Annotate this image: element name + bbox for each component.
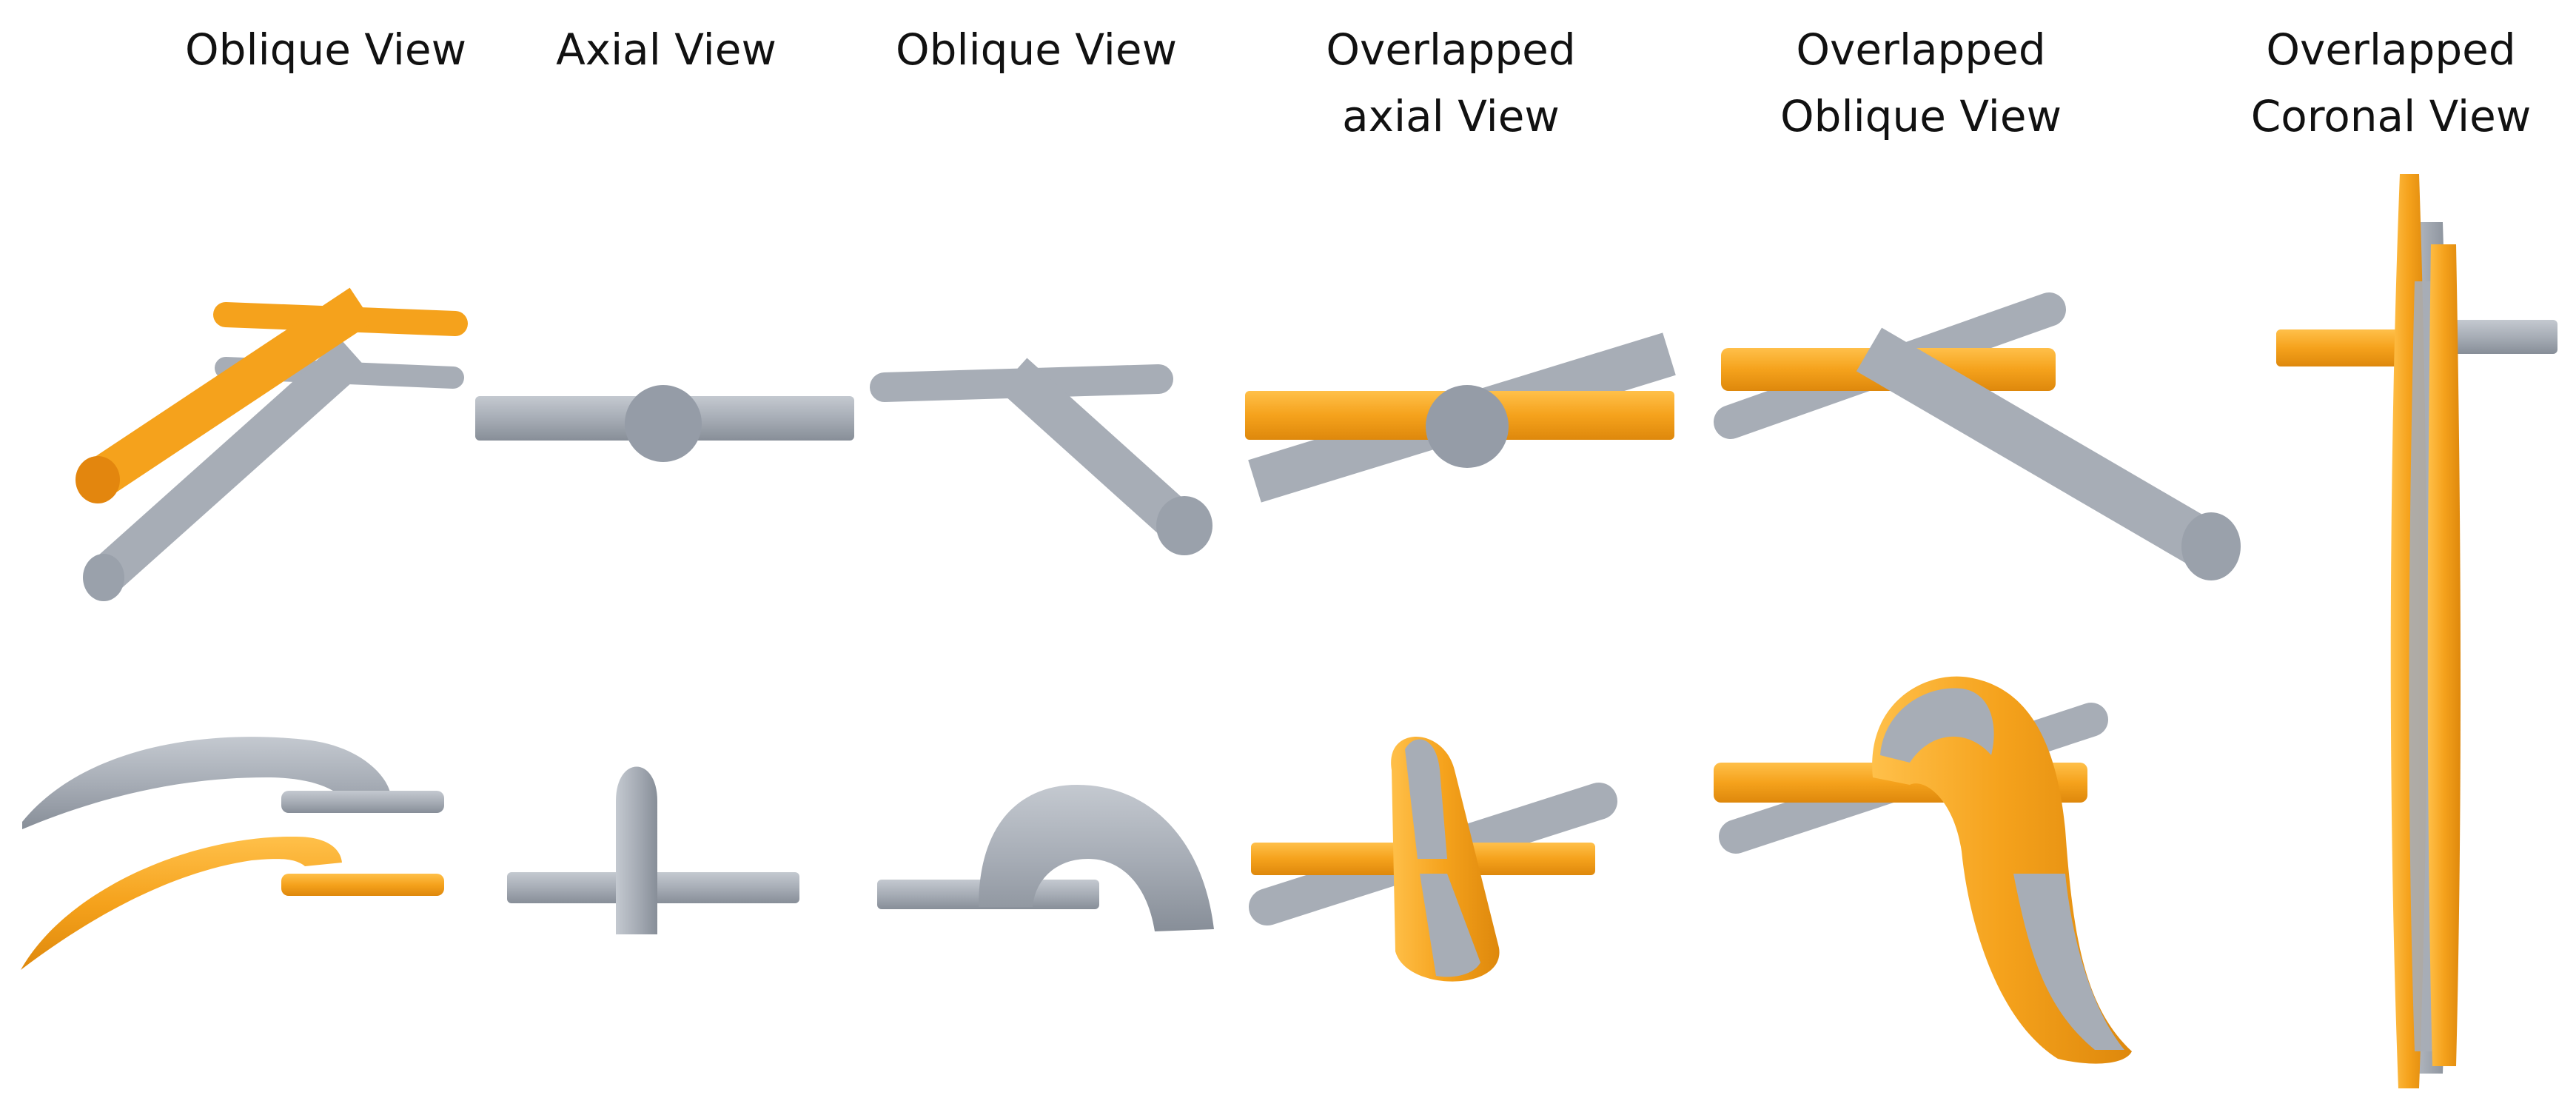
gray-tube-cap bbox=[2181, 512, 2241, 580]
header-line: axial View bbox=[1342, 91, 1560, 141]
orange-tube-diagonal bbox=[86, 287, 373, 498]
top-axial bbox=[475, 385, 854, 462]
bottom-oblique-1 bbox=[21, 737, 444, 970]
top-overlapped-oblique bbox=[1714, 292, 2241, 580]
bottom-overlapped-oblique bbox=[1714, 676, 2132, 1064]
bottom-oblique-2 bbox=[877, 785, 1214, 931]
gray-arch bbox=[979, 785, 1214, 931]
bottom-overlapped-axial bbox=[1249, 737, 1617, 982]
header-overlapped-axial-view: Overlapped axial View bbox=[1326, 16, 1575, 150]
bottom-axial bbox=[507, 766, 799, 934]
orange-loop-front bbox=[2427, 244, 2461, 1066]
orange-tube-horizontal bbox=[2276, 329, 2402, 366]
gray-tube-cap bbox=[83, 554, 124, 601]
gray-loop-side bbox=[616, 766, 657, 934]
gray-tube-diagonal bbox=[998, 358, 1198, 543]
gray-loop-overlay-lower bbox=[2013, 874, 2124, 1050]
overlapped-coronal bbox=[2276, 174, 2557, 1088]
gray-side-tube bbox=[281, 791, 444, 813]
header-line: Oblique View bbox=[184, 24, 467, 75]
header-line: Coronal View bbox=[2250, 91, 2532, 141]
gray-tube-cross-section bbox=[625, 385, 702, 462]
orange-side-tube bbox=[281, 874, 444, 896]
header-oblique-view-1: Oblique View bbox=[185, 16, 466, 83]
gray-tube-cross-section bbox=[1426, 385, 1509, 468]
gray-loop-overlay bbox=[1405, 739, 1447, 859]
header-overlapped-coronal-view: Overlapped Coronal View bbox=[2251, 16, 2532, 150]
top-oblique-1 bbox=[76, 287, 468, 601]
gray-tube-diagonal bbox=[90, 338, 367, 593]
gray-curved-shape bbox=[22, 737, 391, 829]
header-line: Oblique View bbox=[1780, 91, 2062, 141]
header-overlapped-oblique-view: Overlapped Oblique View bbox=[1780, 16, 2062, 150]
orange-tube-cap bbox=[76, 456, 120, 503]
header-line: Axial View bbox=[556, 24, 777, 75]
header-line: Oblique View bbox=[895, 24, 1178, 75]
top-oblique-2 bbox=[870, 358, 1212, 555]
gray-loop-overlay-lower bbox=[1420, 874, 1480, 977]
header-line: Overlapped bbox=[1326, 24, 1576, 75]
top-overlapped-axial bbox=[1245, 332, 1676, 503]
gray-tube-cap bbox=[1156, 496, 1212, 555]
gray-tube-diagonal bbox=[1856, 327, 2223, 570]
header-oblique-view-2: Oblique View bbox=[896, 16, 1177, 83]
gray-loop-overlay bbox=[1880, 688, 1994, 763]
header-axial-view: Axial View bbox=[556, 16, 777, 83]
header-line: Overlapped bbox=[1796, 24, 2046, 75]
orange-curved-shape bbox=[21, 836, 342, 970]
header-line: Overlapped bbox=[2266, 24, 2516, 75]
gray-tube-horizontal bbox=[2435, 320, 2557, 354]
